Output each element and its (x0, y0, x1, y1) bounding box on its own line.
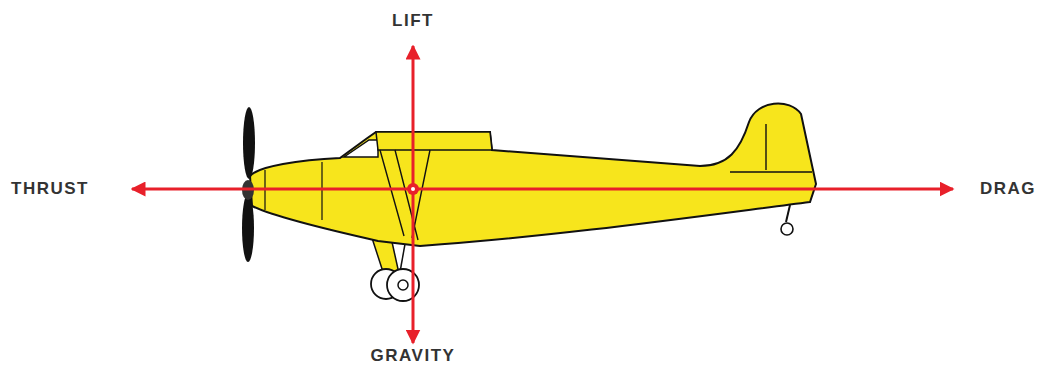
drag-arrow (413, 188, 953, 191)
wheel-hub (398, 280, 408, 290)
propeller-blade (243, 107, 255, 179)
lift-label: LIFT (392, 12, 434, 31)
gravity-arrow (412, 189, 415, 343)
tail-wheel (781, 223, 793, 235)
tail-wheel-strut (786, 205, 790, 222)
lift-arrow (412, 46, 415, 189)
windshield (344, 140, 378, 157)
thrust-label: THRUST (11, 180, 89, 199)
fuselage (250, 104, 816, 246)
drag-label: DRAG (980, 180, 1036, 199)
wing (376, 132, 492, 150)
tail-fin-line (730, 124, 812, 172)
gear-strut (400, 244, 405, 272)
cowling-line (265, 162, 322, 220)
center-dot (411, 187, 415, 191)
wing-strut (380, 150, 430, 240)
gravity-label: GRAVITY (371, 347, 456, 366)
thrust-arrow (132, 188, 413, 191)
center-of-gravity (407, 183, 419, 195)
propeller-blade (242, 194, 254, 262)
